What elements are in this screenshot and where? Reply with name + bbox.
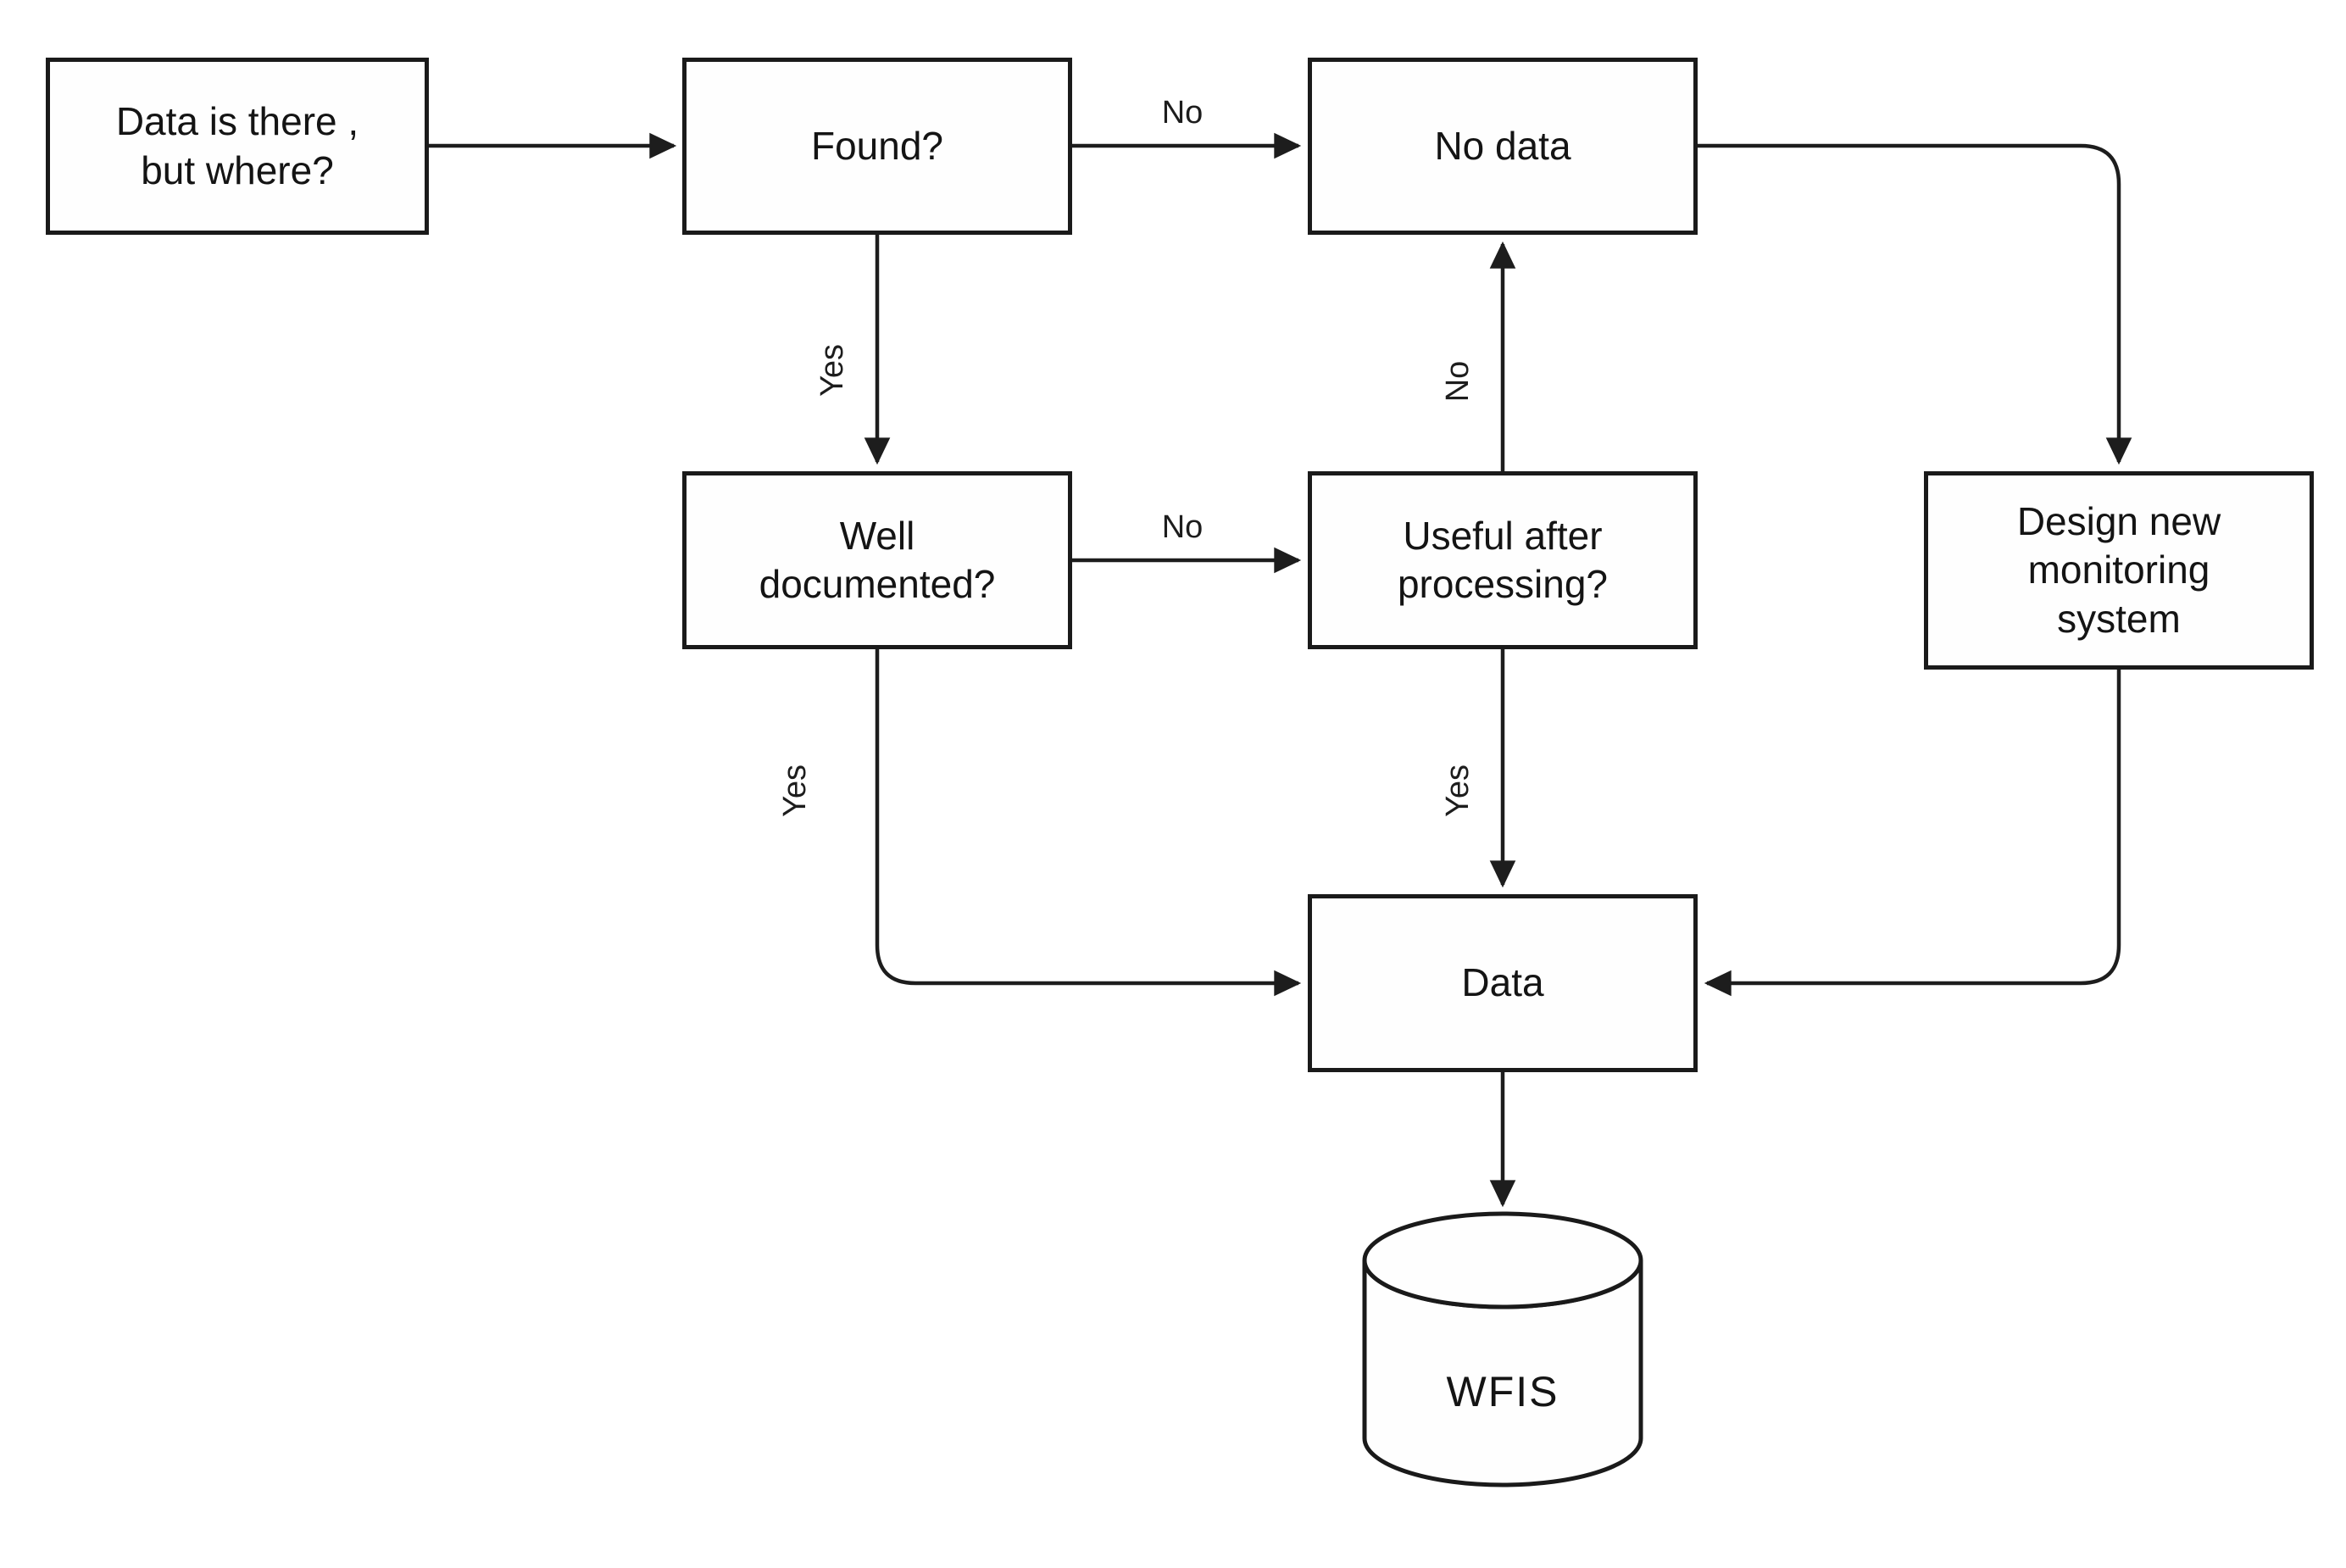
node-design-new-monitoring-system: Design new monitoring system [1924, 471, 2314, 670]
edge-label-no-welldoc-useful: No [1161, 509, 1204, 545]
edge-label-yes-found-welldoc: Yes [814, 344, 850, 397]
arrow-nodata-to-design [1698, 143, 2132, 465]
edge-label-no-found-nodata: No [1161, 95, 1204, 131]
edge-label-yes-useful-data: Yes [1440, 765, 1476, 817]
edge-label-no-useful-nodata: No [1440, 360, 1476, 403]
node-wfis-label: WFIS [1446, 1368, 1559, 1415]
node-no-data: No data [1308, 58, 1698, 235]
database-cylinder-wfis [1362, 1211, 1643, 1487]
node-data-is-there: Data is there , but where? [46, 58, 429, 235]
node-well-documented: Well documented? [682, 471, 1072, 649]
edge-label-yes-welldoc-data: Yes [777, 765, 813, 817]
arrow-welldoc-to-data [875, 649, 1302, 997]
node-data: Data [1308, 894, 1698, 1072]
node-found: Found? [682, 58, 1072, 235]
node-useful-after-processing: Useful after processing? [1308, 471, 1698, 649]
arrow-design-to-data [1704, 670, 2121, 997]
